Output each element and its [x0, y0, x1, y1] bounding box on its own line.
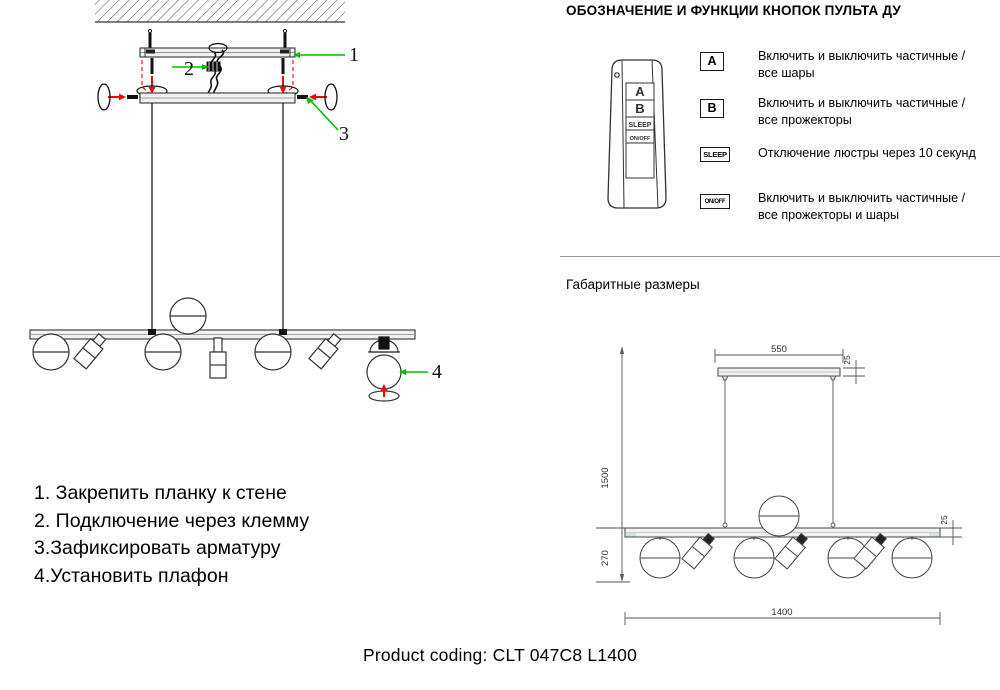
- button-key-a: A: [700, 52, 724, 71]
- installation-diagram: [29, 0, 428, 402]
- ceiling-hatch: [95, 0, 345, 23]
- supply-cable: [206, 42, 228, 100]
- dim-550: [714, 349, 844, 363]
- callout-number-4: 4: [432, 361, 442, 383]
- callout-number-1: 1: [349, 44, 359, 66]
- svg-text:SLEEP: SLEEP: [629, 122, 652, 129]
- remote-control-illustration: A B SLEEP ON/OFF: [607, 59, 667, 209]
- svg-text:ON/OFF: ON/OFF: [630, 136, 651, 142]
- dim-globe-upper: [758, 495, 800, 537]
- dim-label-bar-25: 25: [939, 515, 949, 525]
- dim-globe-shades: [639, 537, 933, 579]
- drop-cables: [721, 375, 837, 528]
- dim-canopy-25: [843, 360, 865, 384]
- callout-number-3: 3: [339, 123, 349, 145]
- suspension-bolts: [150, 58, 285, 74]
- callout-number-2: 2: [184, 58, 194, 80]
- terminal-block: [206, 61, 221, 72]
- spotlight-fixtures: [73, 332, 342, 379]
- dim-label-canopy-25: 25: [842, 355, 852, 365]
- legend-description: Включить и выключить частичные / все про…: [758, 191, 966, 223]
- button-key-sleep: SLEEP: [700, 147, 730, 162]
- button-key-onoff: ON/OFF: [700, 194, 730, 209]
- dim-spotlights: [681, 532, 887, 570]
- install-arrow-up: [380, 384, 388, 397]
- svg-text:A: A: [635, 84, 645, 99]
- legend-description: Включить и выключить частичные / все шар…: [758, 49, 966, 81]
- instruction-step-list: 1. Закрепить планку к стене 2. Подключен…: [34, 480, 309, 591]
- globe-upper: [169, 297, 207, 335]
- dim-label-550: 550: [771, 344, 787, 355]
- svg-text:B: B: [635, 101, 644, 116]
- canopy-profile: [717, 367, 841, 377]
- instruction-step: 1. Закрепить планку к стене: [34, 482, 287, 504]
- legend-description: Отключение люстры через 10 секунд: [758, 146, 976, 160]
- dimensions-drawing: 1500 270 550 25: [596, 344, 962, 625]
- section-divider: [560, 256, 1000, 257]
- dim-vertical-axis: [596, 346, 630, 583]
- suspension-cords: [151, 103, 284, 330]
- instruction-step: 4.Установить плафон: [34, 565, 229, 588]
- dim-label-1500: 1500: [600, 467, 611, 488]
- product-coding-label: Product coding: CLT 047C8 L1400: [362, 645, 638, 665]
- button-key-b: B: [700, 99, 724, 118]
- ceiling-anchor-screws: [147, 28, 288, 48]
- dim-1400: [624, 612, 941, 625]
- dim-globe-stems: [659, 537, 913, 540]
- lamp-socket-holder: [368, 336, 400, 353]
- callout-leaders: [172, 52, 428, 375]
- remote-led-indicator: [614, 72, 620, 78]
- remote-legend-heading: ОБОЗНАЧЕНИЕ И ФУНКЦИИ КНОПОК ПУЛЬТА ДУ: [566, 3, 901, 18]
- side-thumbscrew-right: [297, 83, 338, 111]
- instruction-step: 2. Подключение через клемму: [34, 509, 310, 532]
- instruction-step: 3.Зафиксировать арматуру: [34, 537, 281, 560]
- legend-description: Включить и выключить частичные / все про…: [758, 96, 966, 128]
- canopy-bar: [139, 92, 296, 104]
- dimensions-heading: Габаритные размеры: [566, 277, 700, 292]
- globe-shades: [32, 333, 292, 371]
- dim-label-270: 270: [600, 550, 611, 566]
- side-thumbscrew-left: [97, 83, 138, 111]
- dim-bar-25: [940, 520, 962, 545]
- dim-label-1400: 1400: [771, 607, 792, 618]
